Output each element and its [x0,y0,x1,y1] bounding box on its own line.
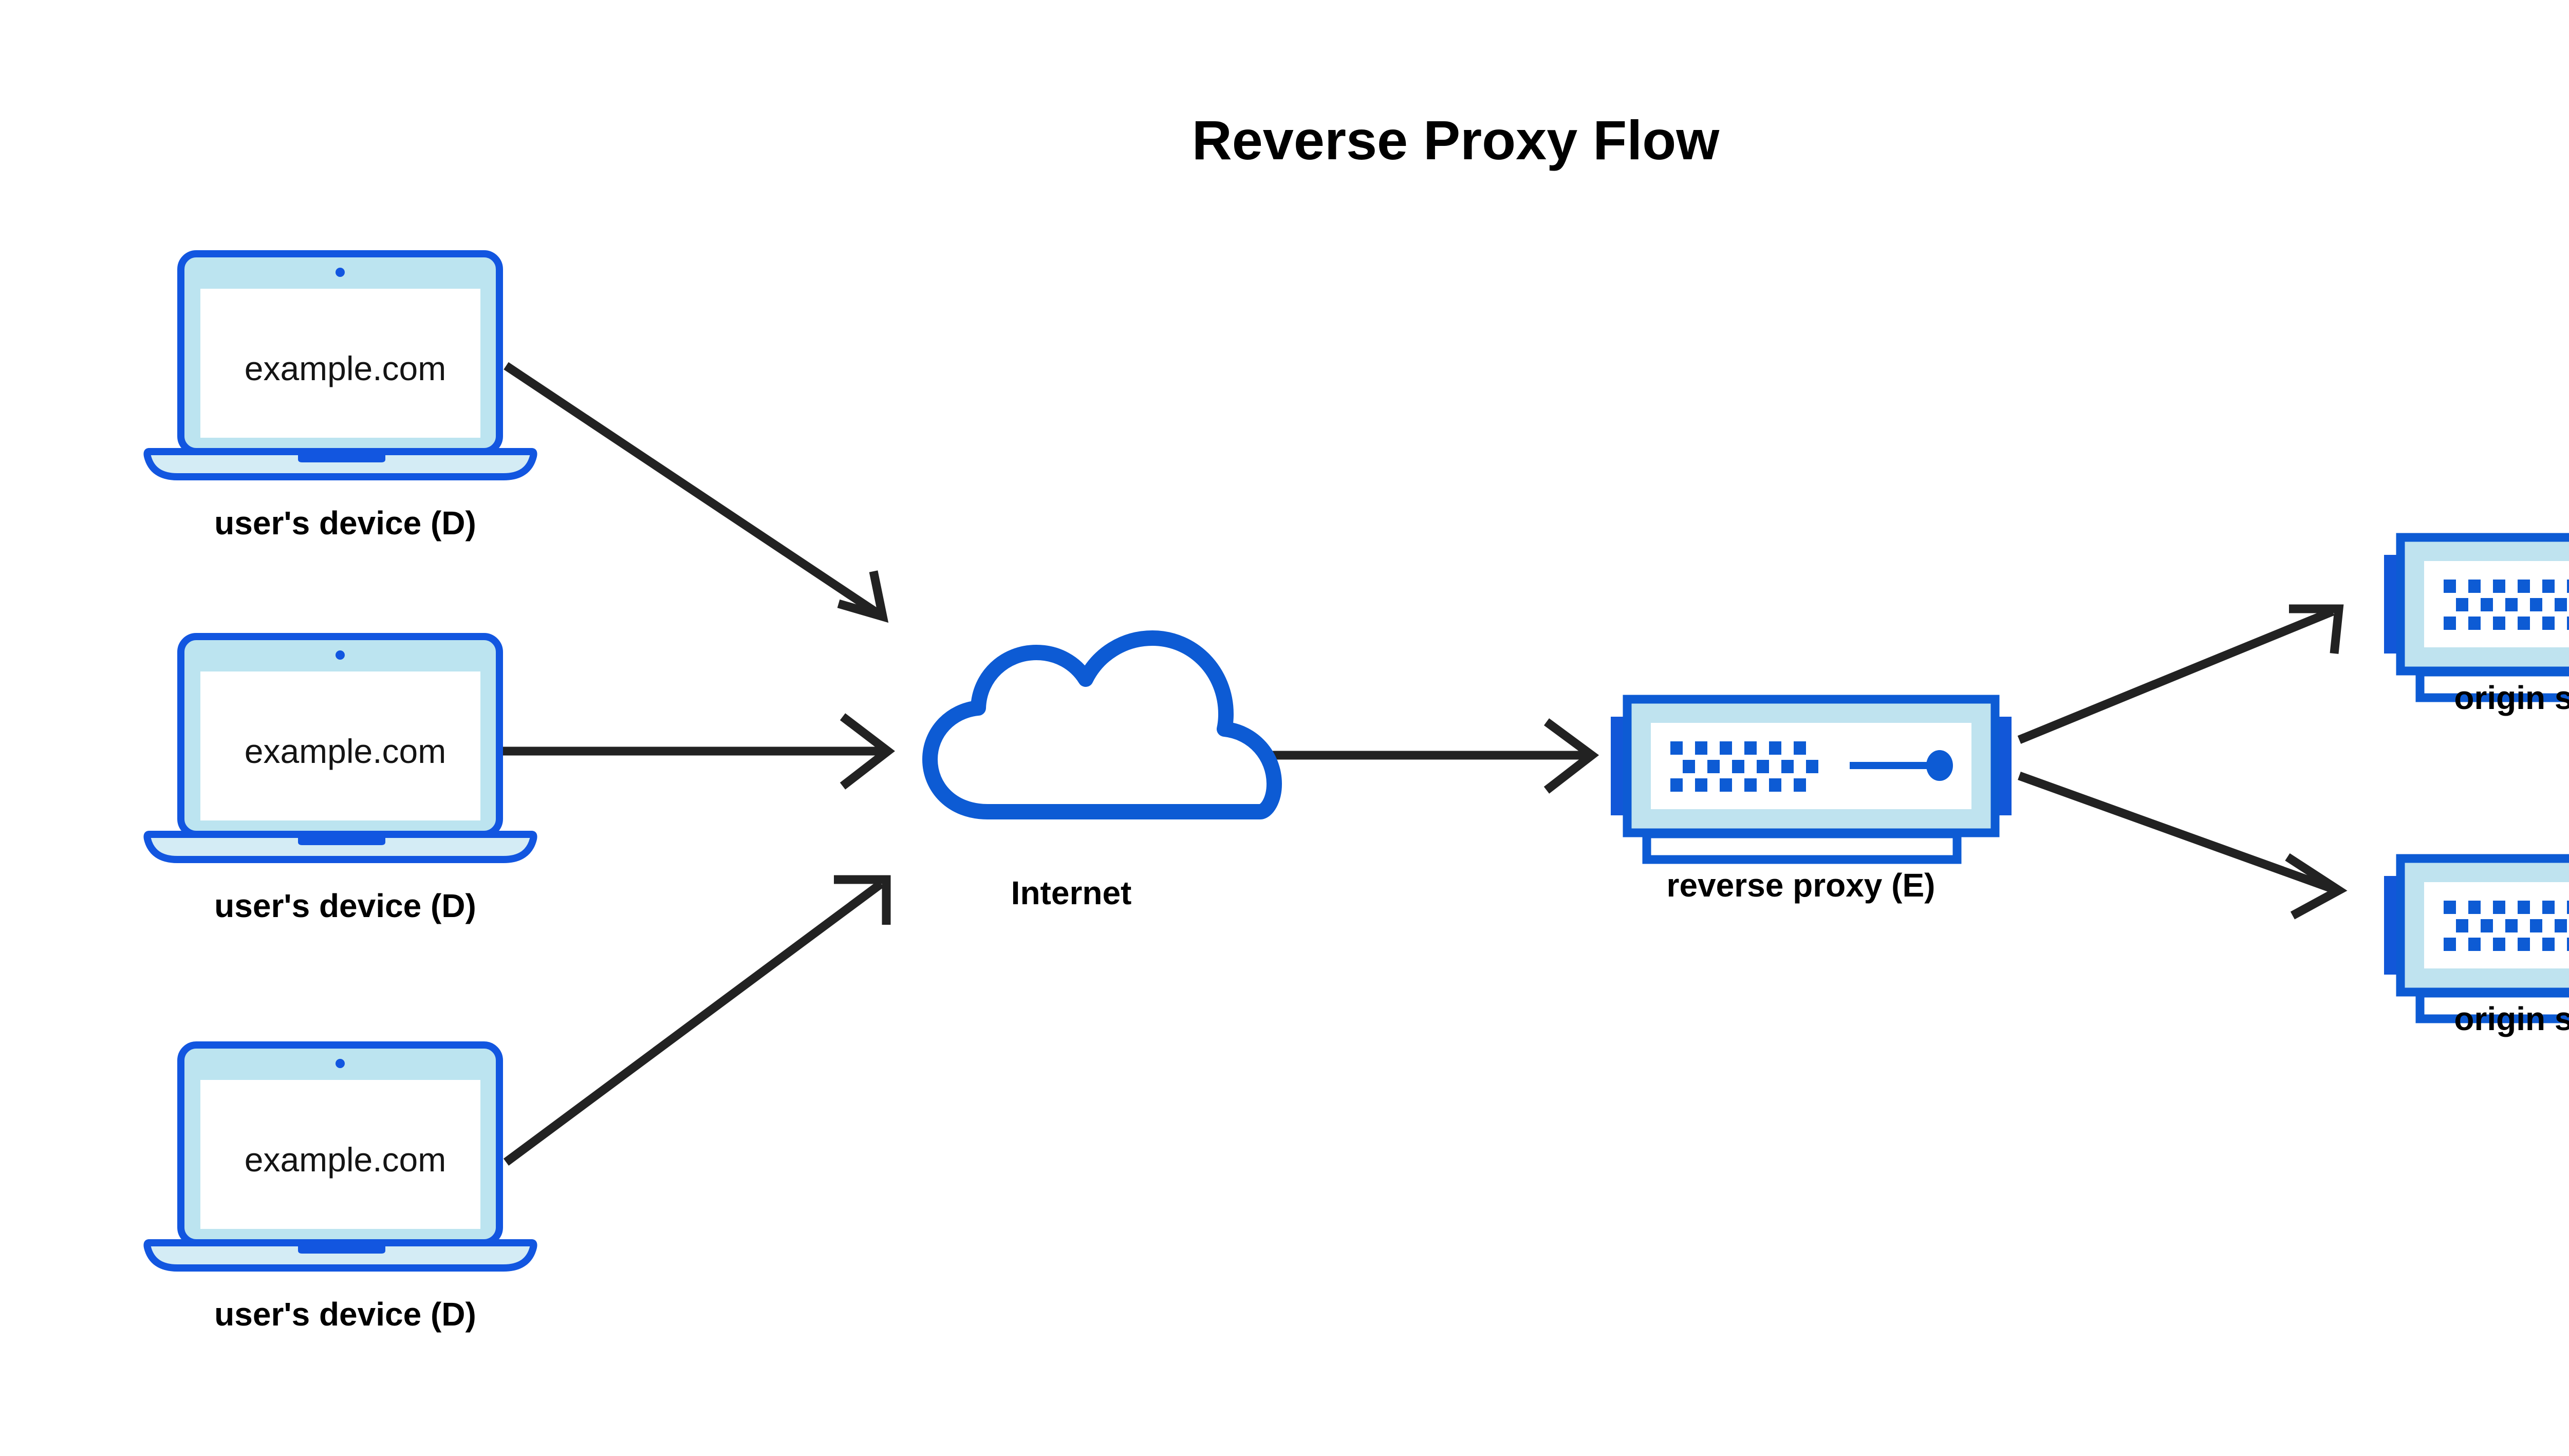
page-title: Reverse Proxy Flow [1192,109,1720,171]
server-icon [2384,858,2569,1019]
node-device-middle[interactable]: example.com user's device (D) [147,637,533,924]
node-label-internet: Internet [1011,874,1132,911]
node-device-bottom[interactable]: example.com user's device (D) [147,1045,533,1333]
node-label-origin-bottom: origin server (F) [2454,1000,2569,1037]
server-icon [2384,537,2569,698]
node-device-top[interactable]: example.com user's device (D) [147,254,533,542]
node-origin-bottom[interactable]: origin server (F) [2384,858,2569,1037]
device-screen-text: example.com [245,1141,446,1179]
edge-device-middle-to-internet [501,713,895,790]
edge-internet-to-proxy [1233,718,1599,794]
node-label-device-bottom: user's device (D) [214,1296,476,1333]
node-internet[interactable]: Internet [930,638,1274,911]
node-label-device-top: user's device (D) [214,505,476,542]
edge-proxy-to-origin-top [2017,604,2344,744]
node-label-device-middle: user's device (D) [214,887,476,924]
server-icon [1611,699,2012,860]
edge-device-bottom-to-internet [503,875,891,1166]
node-label-origin-top: origin server (F) [2454,679,2569,716]
device-screen-text: example.com [245,349,446,387]
node-reverse-proxy[interactable]: reverse proxy (E) [1611,699,2012,904]
edge-device-top-to-internet [504,362,889,623]
node-label-reverse-proxy: reverse proxy (E) [1667,867,1935,904]
node-origin-top[interactable]: origin server (F) [2384,537,2569,716]
edge-proxy-to-origin-bottom [2018,772,2348,920]
device-screen-text: example.com [245,732,446,770]
connector-layer [501,362,2348,1166]
